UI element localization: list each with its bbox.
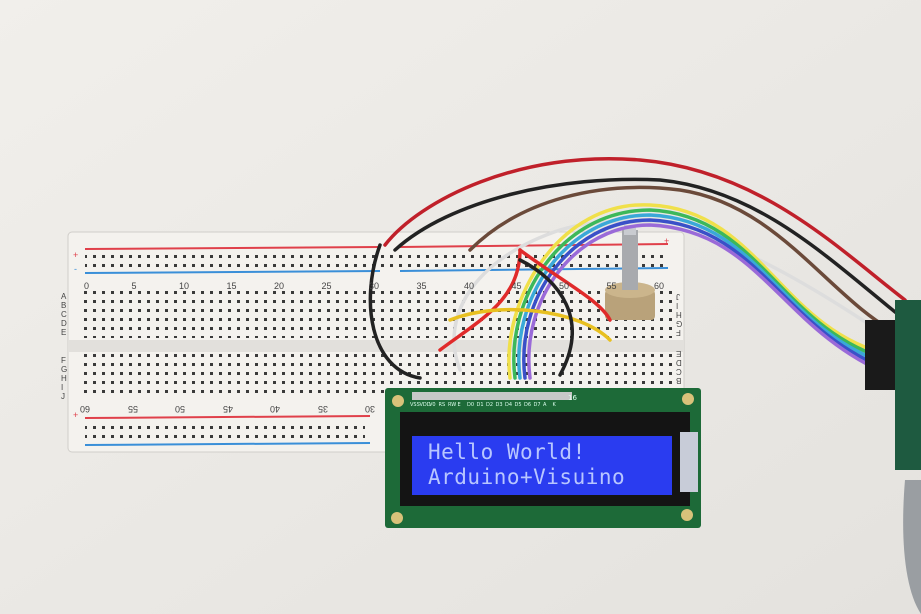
rail-minus-label: -	[74, 264, 77, 274]
column-number: 15	[226, 281, 237, 291]
lcd-pin-label: E	[457, 402, 461, 408]
jumper-wires	[368, 157, 907, 380]
column-number: 0	[84, 281, 90, 291]
lcd-pin-marker: 16	[568, 394, 577, 402]
row-letter: A	[61, 292, 67, 301]
column-number: 30	[369, 281, 380, 291]
lcd-pin-label: D4	[505, 402, 513, 408]
rail-plus-label: +	[73, 250, 79, 260]
column-number: 20	[274, 281, 285, 291]
lcd-line-1: Hello World!	[428, 440, 586, 464]
lcd-line-2: Arduino+Visuino	[428, 465, 626, 489]
row-letter: J	[61, 392, 65, 401]
row-letter: H	[676, 310, 682, 319]
column-number: 30	[365, 404, 376, 414]
row-letter: J	[676, 292, 680, 301]
usb-cable	[903, 480, 921, 614]
row-letter: C	[61, 310, 67, 319]
column-number: 35	[317, 404, 328, 414]
column-number: 40	[270, 404, 281, 414]
row-letter: D	[61, 319, 67, 328]
row-letter: I	[676, 301, 679, 310]
column-number: 35	[416, 281, 427, 291]
lcd-pin-label: RW	[448, 402, 457, 408]
lcd-pin-label: D7	[533, 402, 541, 408]
row-letter: F	[676, 328, 681, 337]
column-number: 50	[175, 404, 186, 414]
lcd-module	[385, 388, 701, 528]
row-letter: B	[61, 301, 67, 310]
row-letter: I	[61, 383, 64, 392]
lcd-pin-label: K	[552, 402, 556, 408]
column-number: 60	[80, 404, 91, 414]
row-letter: F	[61, 356, 66, 365]
column-number: 50	[559, 281, 570, 291]
row-letter: G	[676, 319, 683, 328]
lcd-pin-label: A	[543, 402, 547, 408]
column-number: 40	[464, 281, 475, 291]
column-number: 45	[511, 281, 522, 291]
column-number: 45	[222, 404, 233, 414]
lcd-pin-label: D6	[524, 402, 532, 408]
column-number: 5	[131, 281, 137, 291]
lcd-pin-label: D1	[476, 402, 484, 408]
column-number: 55	[606, 281, 617, 291]
column-number: 60	[654, 281, 665, 291]
lcd-pin-label: D0	[467, 402, 475, 408]
column-number: 55	[127, 404, 138, 414]
row-letter: E	[676, 349, 682, 358]
rail-plus-label-right: +	[664, 236, 670, 246]
lcd-pin-label: V0	[429, 402, 436, 408]
row-letter: E	[61, 328, 67, 337]
arduino-board-edge	[895, 300, 921, 470]
potentiometer	[605, 225, 655, 320]
lcd-pin-label: D3	[495, 402, 503, 408]
row-letter: B	[676, 376, 682, 385]
row-letter: G	[61, 365, 68, 374]
row-letter: H	[61, 374, 67, 383]
lcd-pin-label: RS	[438, 402, 446, 408]
lcd-pin-label: VDD	[419, 402, 431, 408]
column-number: 10	[179, 281, 190, 291]
row-letter: D	[676, 358, 682, 367]
lcd-pin-label: D2	[486, 402, 494, 408]
lcd-pin-label: D5	[514, 402, 522, 408]
row-letter: C	[676, 367, 682, 376]
lcd-pin-label: VSS	[410, 402, 420, 408]
rail-plus-label-bottom: +	[73, 410, 79, 420]
column-number: 25	[321, 281, 332, 291]
